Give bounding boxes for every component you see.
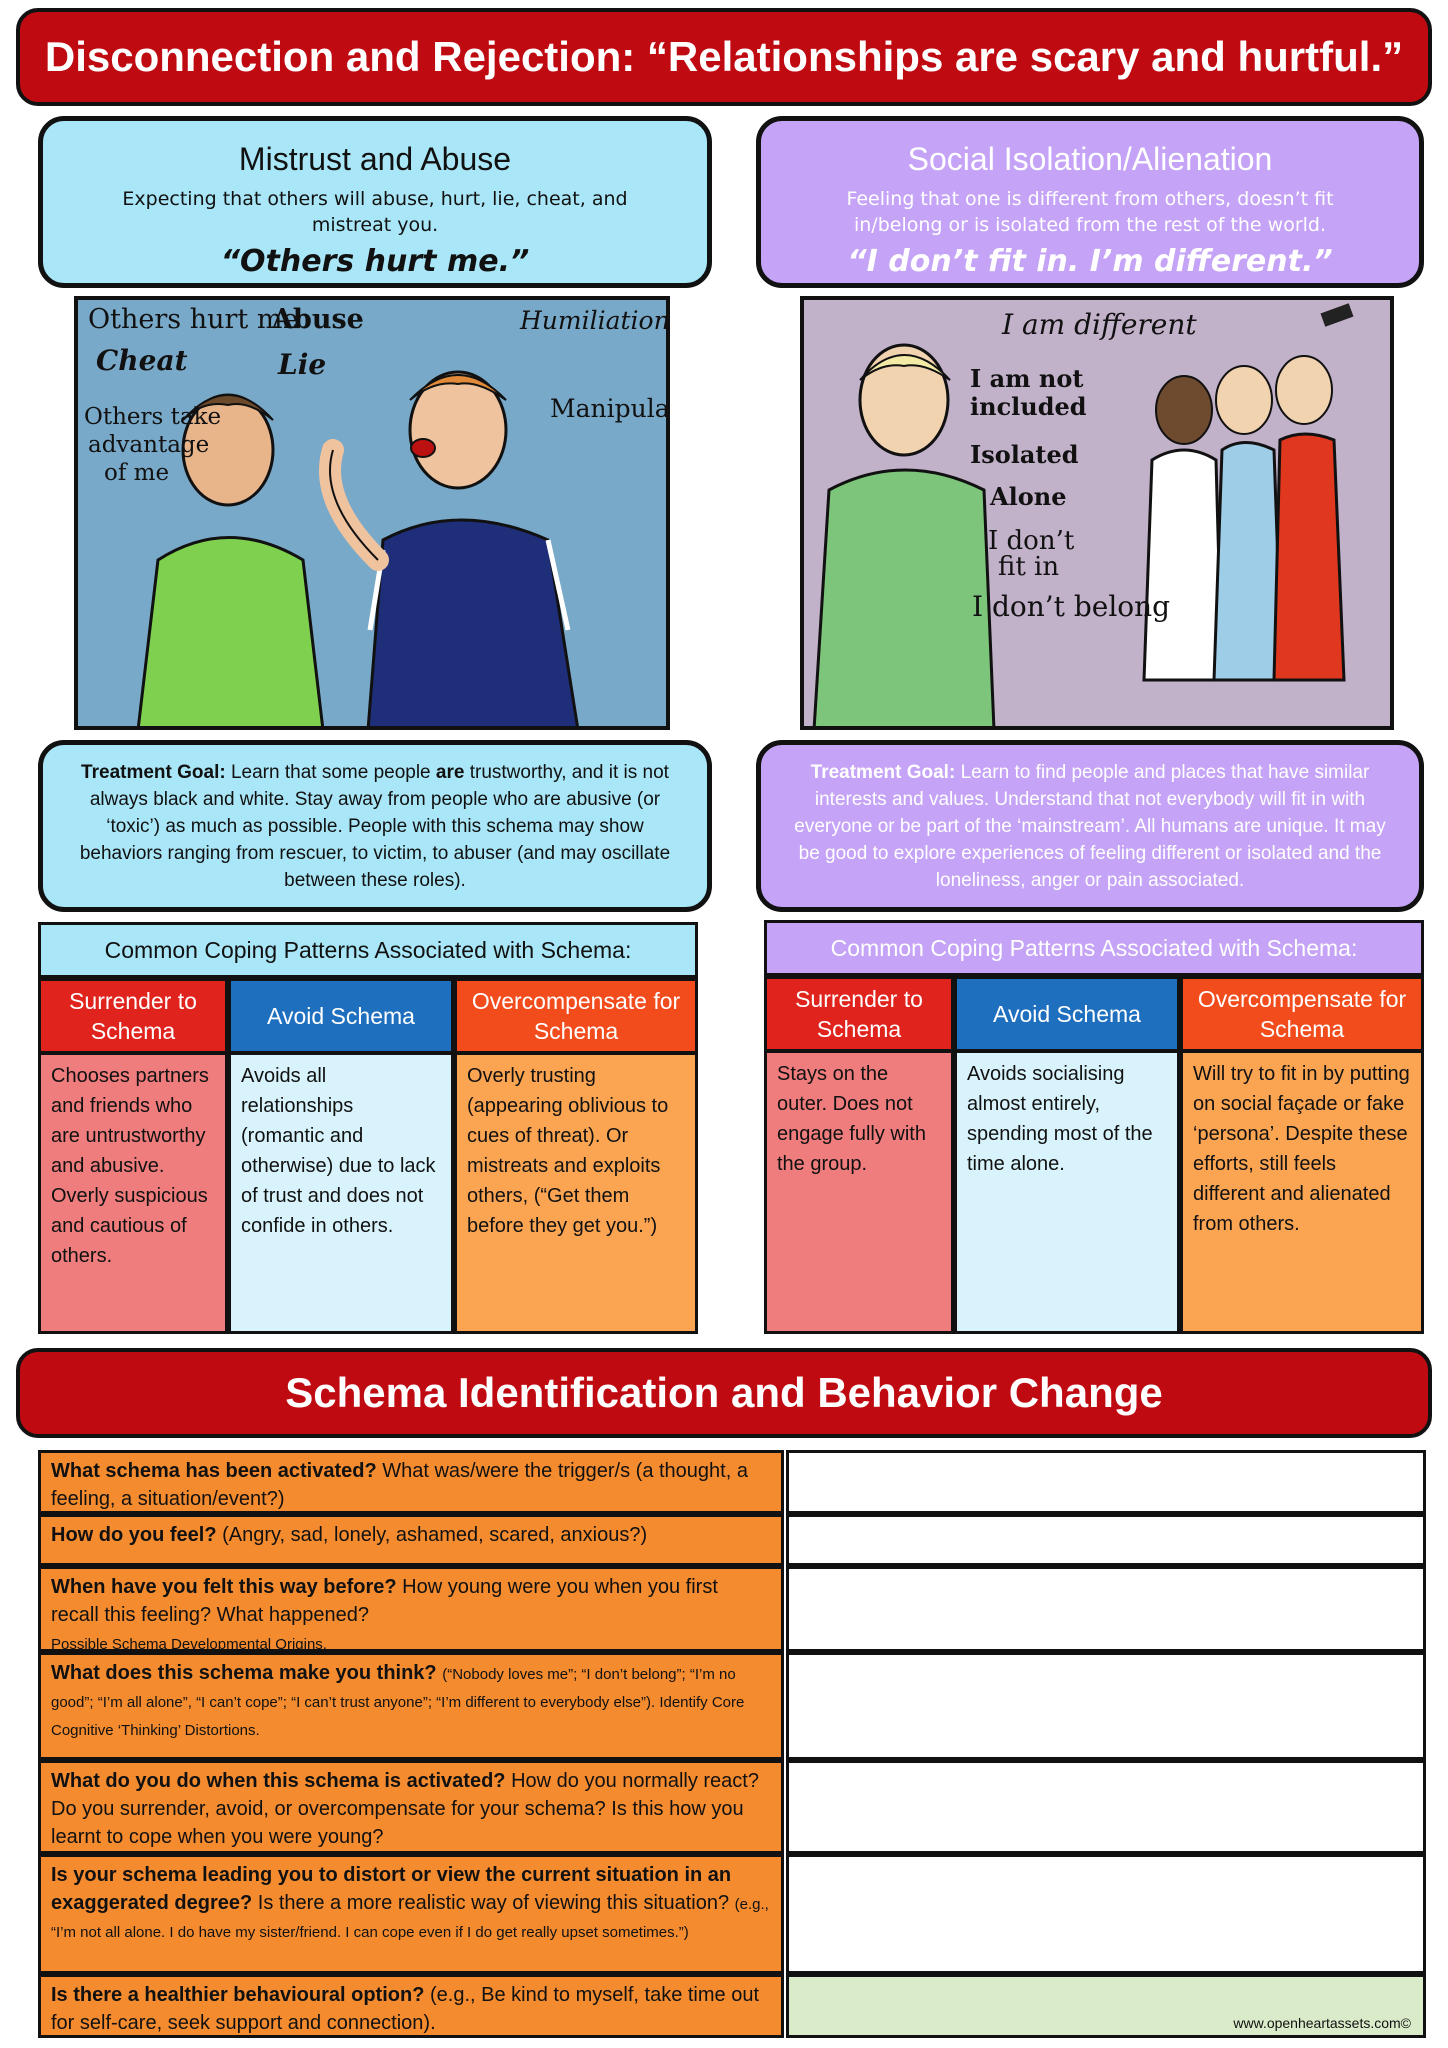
- worksheet-question-coping: What do you do when this schema is activ…: [38, 1760, 784, 1854]
- coping-header-text: Common Coping Patterns Associated with S…: [104, 936, 632, 963]
- question-bold: Is there a healthier behavioural option?: [51, 1984, 425, 2006]
- worksheet-question-trigger: What schema has been activated? What was…: [38, 1450, 784, 1514]
- question-text: (Angry, sad, lonely, ashamed, scared, an…: [216, 1524, 648, 1546]
- schema-description: Feeling that one is different from other…: [846, 188, 1334, 236]
- schema-title: Social Isolation/Alienation: [907, 141, 1273, 177]
- coping-header-text: Common Coping Patterns Associated with S…: [830, 934, 1358, 961]
- answer-field-healthier[interactable]: www.openheartassets.com©: [786, 1974, 1426, 2038]
- mistrust-illustration: Others hurt me Abuse Humiliation Cheat L…: [74, 296, 670, 730]
- illustration-figures: [812, 303, 1354, 726]
- surrender-header: Surrender to Schema: [764, 976, 954, 1052]
- column-header-text: Avoid Schema: [993, 1001, 1141, 1027]
- goal-label: Treatment Goal:: [81, 762, 226, 783]
- schema-quote: “I don’t fit in. I’m different.”: [847, 244, 1333, 279]
- goal-text: Learn that some people: [225, 762, 436, 783]
- social-isolation-card: Social Isolation/Alienation Feeling that…: [756, 116, 1424, 288]
- goal-text: trustworthy, and it is not always black …: [79, 762, 671, 891]
- illustration-label: Alone: [990, 482, 1067, 511]
- question-text: Is there a more realistic way of viewing…: [252, 1892, 730, 1914]
- question-text: How young were you when you first recall…: [51, 1576, 718, 1626]
- avoid-body: Avoids all relationships (romantic and o…: [228, 1052, 454, 1334]
- question-text: How do you normally react? Do you surren…: [51, 1770, 759, 1848]
- illustration-label: Others hurt me: [88, 304, 299, 335]
- avoid-header: Avoid Schema: [954, 976, 1180, 1052]
- mistrust-abuse-card: Mistrust and Abuse Expecting that others…: [38, 116, 712, 288]
- copyright-credit: www.openheartassets.com©: [1233, 2015, 1411, 2031]
- illustration-label: fit in: [998, 552, 1060, 582]
- illustration-label: Humiliation: [520, 306, 670, 335]
- question-note: (“Nobody loves me”; “I don’t belong”; “I…: [51, 1666, 745, 1739]
- section-title: Schema Identification and Behavior Chang…: [285, 1369, 1163, 1416]
- worksheet-question-feel: How do you feel? (Angry, sad, lonely, as…: [38, 1514, 784, 1566]
- question-bold: What do you do when this schema is activ…: [51, 1770, 506, 1792]
- worksheet-question-origins: When have you felt this way before? How …: [38, 1566, 784, 1653]
- illustration-label: of me: [104, 460, 170, 486]
- question-bold: When have you felt this way before?: [51, 1576, 397, 1598]
- surrender-header: Surrender to Schema: [38, 978, 228, 1054]
- column-header-text: Avoid Schema: [267, 1003, 415, 1029]
- page-title-banner: Disconnection and Rejection: “Relationsh…: [16, 8, 1432, 106]
- coping-patterns-header: Common Coping Patterns Associated with S…: [764, 920, 1424, 976]
- schema-title: Mistrust and Abuse: [238, 141, 512, 177]
- surrender-body: Chooses partners and friends who are unt…: [38, 1052, 228, 1334]
- illustration-label: I am not: [970, 364, 1084, 393]
- illustration-label: Cheat: [96, 344, 188, 377]
- section-title-banner: Schema Identification and Behavior Chang…: [16, 1348, 1432, 1438]
- question-bold: What schema has been activated?: [51, 1460, 377, 1482]
- column-header-text: Surrender to Schema: [795, 986, 923, 1042]
- overcompensate-body: Overly trusting (appearing oblivious to …: [454, 1052, 698, 1334]
- worksheet-question-thoughts: What does this schema make you think? (“…: [38, 1652, 784, 1760]
- question-note: Possible Schema Developmental Origins.: [51, 1636, 327, 1653]
- page-title: Disconnection and Rejection: “Relationsh…: [44, 33, 1404, 80]
- column-header-text: Overcompensate for Schema: [1197, 986, 1407, 1042]
- question-bold: What does this schema make you think?: [51, 1662, 437, 1684]
- overcompensate-body: Will try to fit in by putting on social …: [1180, 1050, 1424, 1334]
- goal-label: Treatment Goal:: [810, 762, 956, 783]
- goal-emphasis: are: [435, 762, 465, 783]
- illustration-label: Manipulate: [550, 394, 670, 423]
- answer-field-thoughts[interactable]: [786, 1652, 1426, 1760]
- column-header-text: Overcompensate for Schema: [471, 988, 681, 1044]
- worksheet-question-distortion: Is your schema leading you to distort or…: [38, 1854, 784, 1974]
- worksheet-question-healthier: Is there a healthier behavioural option?…: [38, 1974, 784, 2038]
- answer-field-trigger[interactable]: [786, 1450, 1426, 1514]
- illustration-label: included: [970, 392, 1087, 421]
- goal-text: Learn to find people and places that hav…: [794, 762, 1386, 891]
- answer-field-distortion[interactable]: [786, 1854, 1426, 1974]
- illustration-label: Isolated: [970, 440, 1079, 469]
- illustration-label: advantage: [88, 432, 210, 458]
- schema-description: Expecting that others will abuse, hurt, …: [122, 188, 628, 236]
- illustration-figures: [136, 370, 579, 726]
- overcompensate-header: Overcompensate for Schema: [454, 978, 698, 1054]
- isolation-illustration: I am different I am not included Isolate…: [800, 296, 1394, 730]
- illustration-label: I am different: [1002, 308, 1197, 341]
- illustration-label: Lie: [278, 348, 327, 381]
- illustration-label: I don’t belong: [972, 590, 1171, 623]
- answer-field-feel[interactable]: [786, 1514, 1426, 1566]
- answer-field-coping[interactable]: [786, 1760, 1426, 1854]
- avoid-header: Avoid Schema: [228, 978, 454, 1054]
- coping-patterns-header: Common Coping Patterns Associated with S…: [38, 922, 698, 978]
- column-header-text: Surrender to Schema: [69, 988, 197, 1044]
- overcompensate-header: Overcompensate for Schema: [1180, 976, 1424, 1052]
- question-bold: Is your schema leading you to distort or…: [51, 1864, 732, 1914]
- surrender-body: Stays on the outer. Does not engage full…: [764, 1050, 954, 1334]
- isolation-treatment-goal: Treatment Goal: Learn to find people and…: [756, 740, 1424, 912]
- illustration-label: Abuse: [272, 304, 364, 335]
- mistrust-treatment-goal: Treatment Goal: Learn that some people a…: [38, 740, 712, 912]
- illustration-label: I don’t: [988, 526, 1075, 556]
- schema-quote: “Others hurt me.”: [220, 244, 530, 279]
- avoid-body: Avoids socialising almost entirely, spen…: [954, 1050, 1180, 1334]
- answer-field-origins[interactable]: [786, 1566, 1426, 1652]
- question-text: What was/were the trigger/s (a thought, …: [51, 1460, 748, 1510]
- question-text: (e.g., Be kind to myself, take time out …: [51, 1984, 760, 2034]
- question-note: (e.g., “I’m not all alone. I do have my …: [51, 1896, 769, 1941]
- illustration-label: Others take: [84, 404, 222, 430]
- question-bold: How do you feel?: [51, 1524, 217, 1546]
